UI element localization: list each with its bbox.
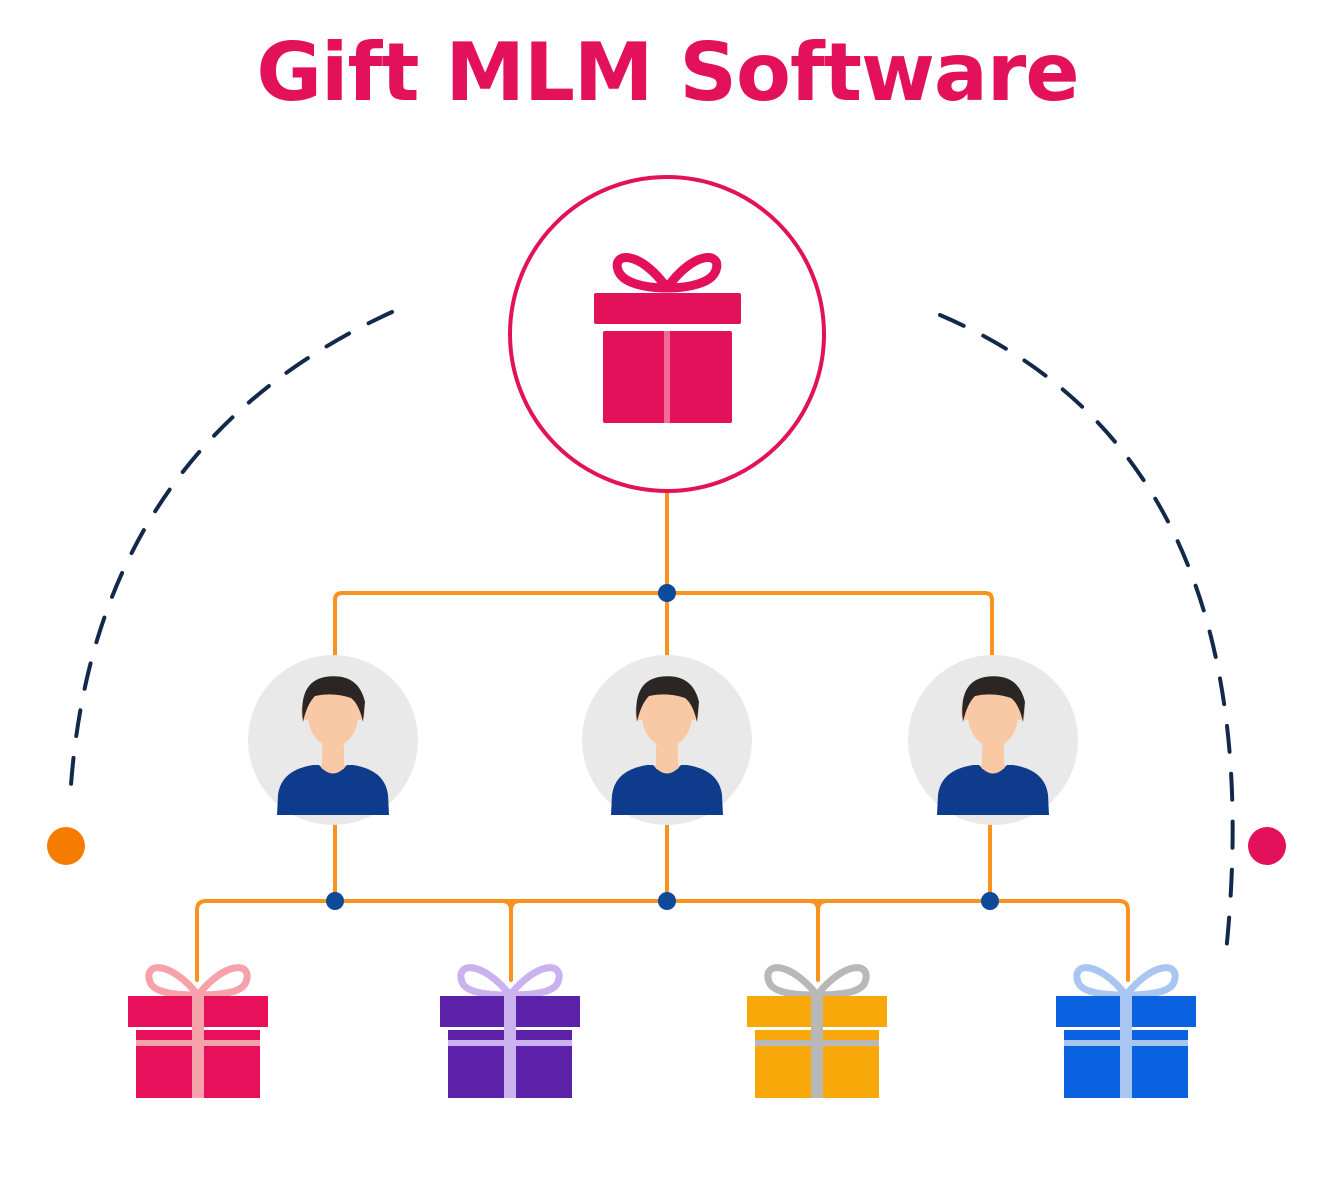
arc-end-dot-left (47, 827, 85, 865)
junction-dot (658, 892, 676, 910)
gift-ribbon (504, 996, 516, 1098)
connector-gift-2b (500, 899, 513, 912)
gift-bow (1073, 964, 1179, 999)
gift-box-icon (440, 964, 580, 1098)
gift-ribbon (192, 996, 204, 1098)
member-node (248, 655, 418, 825)
connector-gift-3b (807, 899, 820, 912)
root-node (508, 175, 826, 493)
gift-row (128, 964, 1196, 1098)
root-gift-bow (612, 253, 722, 293)
connector-gift-2 (509, 899, 522, 982)
gift-ribbon (811, 996, 823, 1098)
gift-box-icon (594, 253, 741, 423)
user-avatar-icon (248, 655, 418, 825)
gift-bow (145, 964, 251, 999)
gift-box-icon (1056, 964, 1196, 1098)
junction-dots (326, 584, 999, 910)
junction-dot (981, 892, 999, 910)
member-node (908, 655, 1078, 825)
user-avatar-icon (582, 655, 752, 825)
junction-dot (658, 584, 676, 602)
gift-ribbon (1120, 996, 1132, 1098)
gift-bow (457, 964, 563, 999)
root-gift-lid (594, 293, 741, 324)
root-gift-ribbon (664, 331, 670, 423)
connector-level1-bar (333, 591, 994, 665)
page-title: Gift MLM Software (256, 26, 1079, 119)
arc-end-dot-right (1248, 827, 1286, 865)
user-avatar-icon (908, 655, 1078, 825)
gift-box-icon (128, 964, 268, 1098)
dashed-arc-right (938, 313, 1235, 964)
dashed-arc-left (68, 310, 394, 802)
gift-box-icon (747, 964, 887, 1098)
connector-level2-bar (195, 899, 1130, 982)
gift-bow (764, 964, 870, 999)
member-row (248, 655, 1078, 825)
junction-dot (326, 892, 344, 910)
connector-gift-3 (816, 899, 829, 982)
member-node (582, 655, 752, 825)
